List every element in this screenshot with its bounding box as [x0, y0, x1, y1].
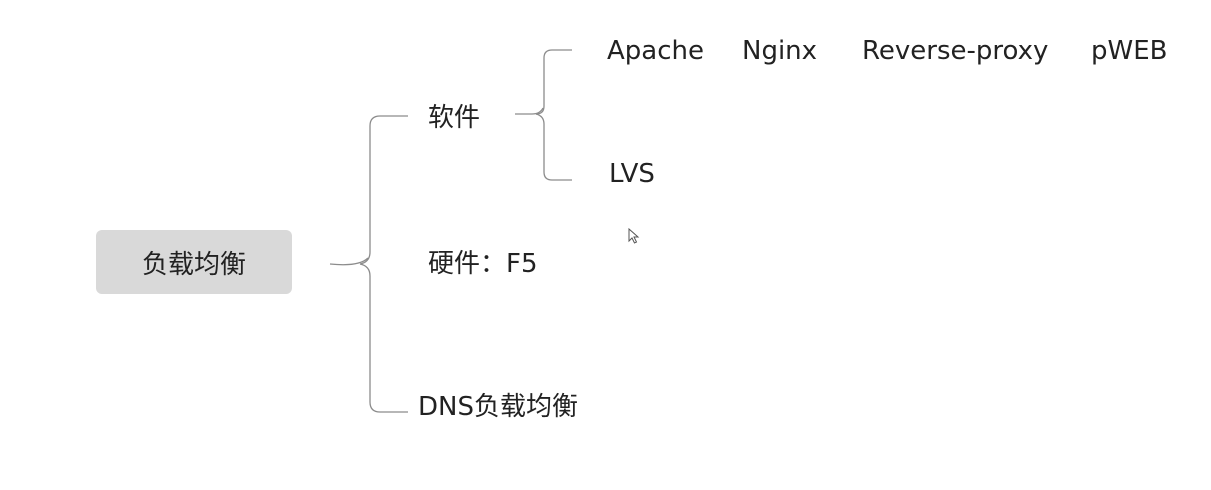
- proxy-pweb[interactable]: pWEB: [1091, 36, 1168, 66]
- proxy-apache[interactable]: Apache: [607, 36, 704, 66]
- proxy-reverse-proxy[interactable]: Reverse-proxy: [862, 36, 1049, 66]
- branch-brace: [359, 115, 408, 265]
- software-connector: [515, 107, 544, 115]
- cursor-icon: [628, 227, 640, 248]
- root-node[interactable]: 负载均衡: [96, 230, 292, 294]
- software-brace: [535, 49, 572, 115]
- lvs-node[interactable]: LVS: [609, 159, 655, 189]
- dns-node[interactable]: DNS负载均衡: [418, 392, 578, 422]
- branch-brace-lower: [359, 263, 408, 413]
- root-label: 负载均衡: [141, 249, 246, 280]
- proxy-nginx[interactable]: Nginx: [742, 36, 818, 66]
- software-node[interactable]: 软件: [428, 103, 481, 133]
- hardware-node[interactable]: 硬件：F5: [428, 249, 538, 279]
- software-brace-lower: [535, 113, 572, 181]
- root-connector: [329, 257, 369, 266]
